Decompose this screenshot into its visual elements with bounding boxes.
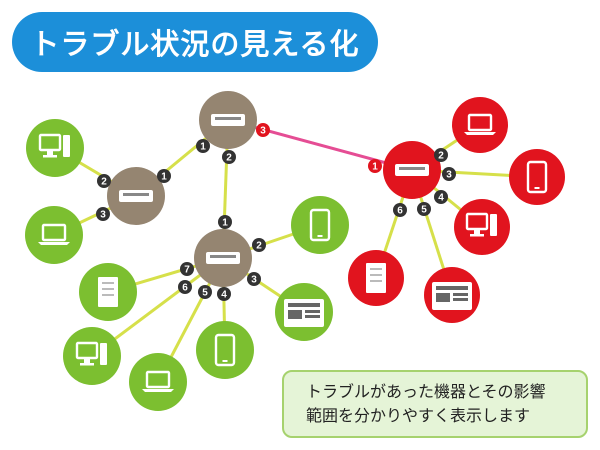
device-center-server[interactable]	[79, 263, 137, 321]
port-badge: 4	[217, 287, 231, 301]
switch-icon	[211, 114, 245, 126]
port-badge: 3	[96, 207, 110, 221]
device-center-tablet-lower[interactable]	[196, 321, 254, 379]
device-right-rack[interactable]	[424, 267, 480, 323]
port-label: 3	[100, 210, 106, 221]
port-badge: 7	[180, 262, 194, 276]
port-label: 3	[446, 170, 452, 181]
port-label: 1	[161, 172, 167, 183]
port-badge: 1	[157, 169, 171, 183]
server-icon	[366, 263, 386, 293]
page-title: トラブル状況の見える化	[12, 12, 378, 72]
note-line-2: 範囲を分かりやすく表示します	[306, 406, 531, 425]
port-badge: 6	[178, 280, 192, 294]
port-label: 1	[222, 218, 228, 229]
server-rack-icon	[284, 299, 324, 327]
port-label: 7	[184, 265, 190, 276]
port-label: 6	[397, 206, 403, 217]
port-badge: 2	[97, 174, 111, 188]
device-center-tablet[interactable]	[291, 196, 349, 254]
port-label: 2	[256, 241, 262, 252]
note-line-1: トラブルがあった機器とその影響	[306, 382, 546, 401]
port-badge: 4	[434, 190, 448, 204]
port-badges: 1 2 3 1 2 3 1 2 3 4 5 6 7 1 2 3 4 5 6	[96, 123, 456, 301]
port-label: 4	[221, 290, 227, 301]
server-icon	[98, 277, 118, 307]
port-badge: 2	[222, 150, 236, 164]
device-left-laptop[interactable]	[25, 206, 83, 264]
port-badge: 1	[218, 215, 232, 229]
port-label: 1	[200, 142, 206, 153]
port-badge: 6	[393, 203, 407, 217]
port-badge: 5	[198, 285, 212, 299]
port-label: 5	[202, 288, 208, 299]
device-center-laptop[interactable]	[129, 353, 187, 411]
device-right-server[interactable]	[348, 250, 404, 306]
description-note: トラブルがあった機器とその影響 範囲を分かりやすく表示します	[282, 370, 588, 438]
hub-left[interactable]	[107, 167, 165, 225]
port-label: 2	[101, 177, 107, 188]
port-label: 2	[226, 153, 232, 164]
port-badge: 2	[434, 148, 448, 162]
device-right-laptop[interactable]	[452, 97, 508, 153]
port-label: 1	[372, 162, 378, 173]
switch-icon	[119, 190, 153, 202]
port-badge: 3	[256, 123, 270, 137]
device-left-desktop[interactable]	[26, 119, 84, 177]
port-badge: 1	[368, 159, 382, 173]
port-badge: 3	[442, 167, 456, 181]
port-badge: 1	[196, 139, 210, 153]
port-badge: 2	[252, 238, 266, 252]
port-badge: 3	[247, 272, 261, 286]
port-label: 4	[438, 193, 444, 204]
port-label: 5	[421, 205, 427, 216]
port-label: 3	[251, 275, 257, 286]
switch-icon	[206, 252, 240, 264]
port-label: 3	[260, 126, 266, 137]
hub-top[interactable]	[199, 91, 257, 149]
device-center-rack[interactable]	[275, 283, 333, 341]
switch-icon	[395, 164, 429, 176]
hub-right-trouble[interactable]	[383, 141, 441, 199]
hub-center[interactable]	[194, 229, 252, 287]
port-badge: 5	[417, 202, 431, 216]
device-right-desktop[interactable]	[454, 199, 510, 255]
server-rack-icon	[432, 282, 472, 310]
device-center-desktop[interactable]	[63, 327, 121, 385]
port-label: 2	[438, 151, 444, 162]
port-label: 6	[182, 283, 188, 294]
links	[53, 118, 538, 383]
device-right-tablet[interactable]	[509, 149, 565, 205]
